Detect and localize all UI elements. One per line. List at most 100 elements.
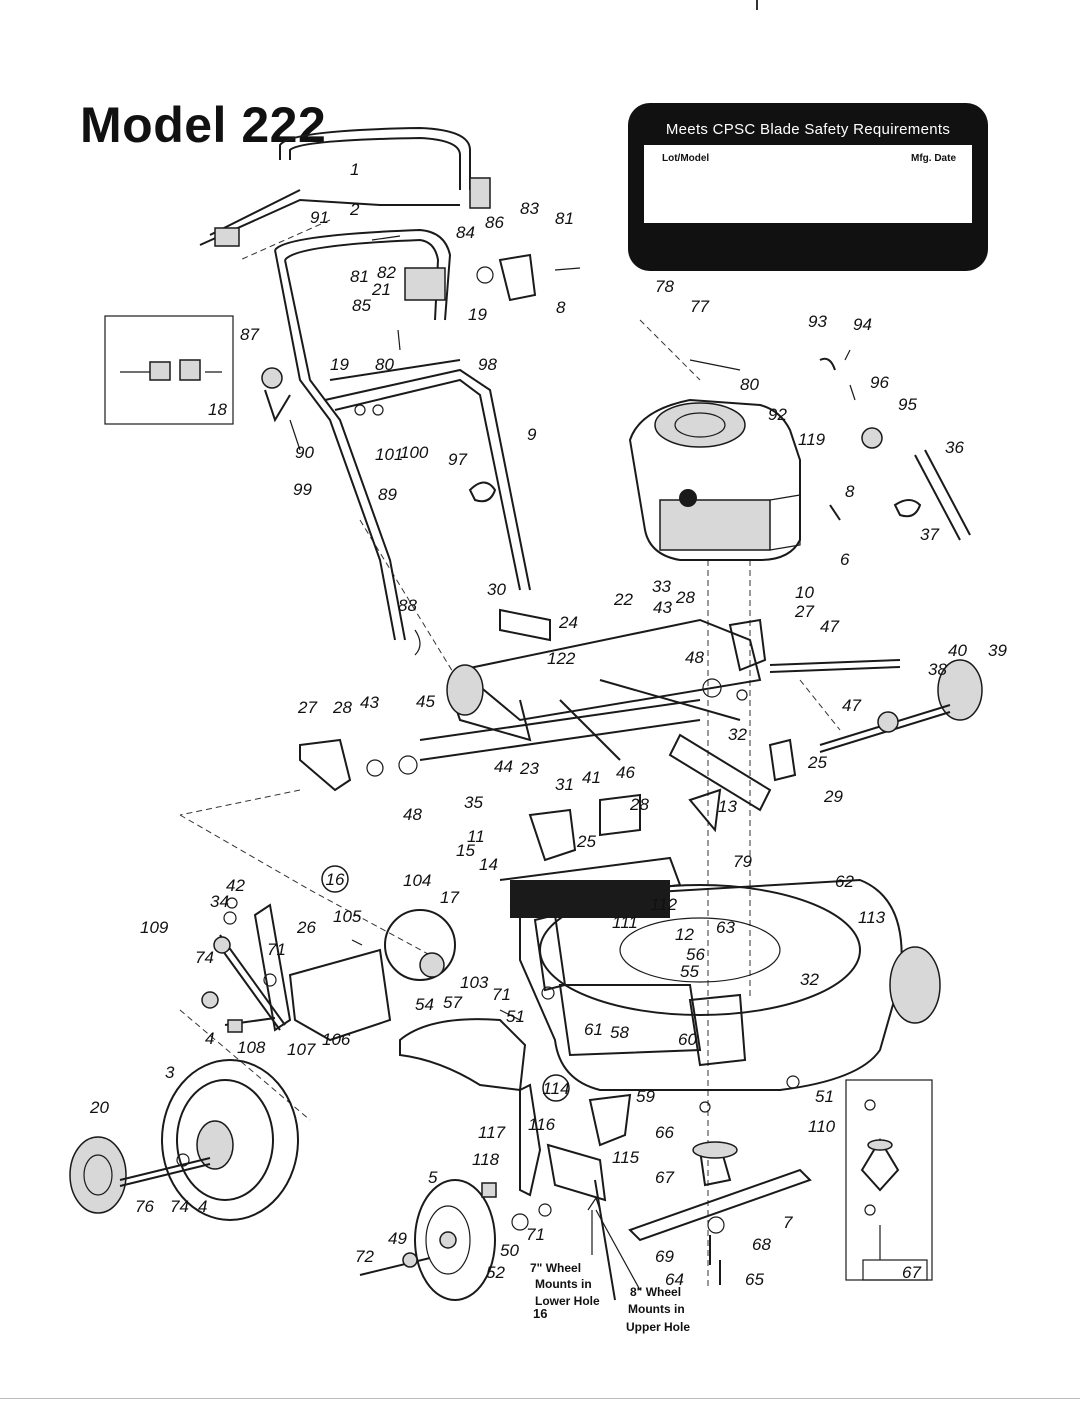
callout-58: 58: [610, 1023, 629, 1042]
callout-circle-114: [542, 1074, 570, 1102]
callout-17: 17: [440, 888, 459, 907]
callout-83: 83: [520, 199, 539, 218]
callout-103: 103: [460, 973, 489, 992]
callout-47: 47: [820, 617, 839, 636]
callout-54: 54: [415, 995, 434, 1014]
callout-100: 100: [400, 443, 429, 462]
callout-59: 59: [636, 1087, 655, 1106]
callout-77: 77: [690, 297, 709, 316]
callout-29: 29: [823, 787, 843, 806]
callout-42: 42: [226, 876, 245, 895]
note-8-wheel-line2: Mounts in: [628, 1302, 685, 1316]
callout-25: 25: [807, 753, 827, 772]
callout-13: 13: [718, 797, 737, 816]
callout-50: 50: [500, 1241, 519, 1260]
lot-date-box: Lot/Model Mfg. Date: [644, 145, 972, 223]
callout-89: 89: [378, 485, 397, 504]
rear-wheel-assembly: [69, 1059, 299, 1221]
callout-105: 105: [333, 907, 362, 926]
callout-99: 99: [293, 480, 312, 499]
callout-24: 24: [558, 613, 578, 632]
callout-79: 79: [733, 852, 752, 871]
callout-31: 31: [555, 775, 574, 794]
callout-52: 52: [486, 1263, 505, 1282]
callout-67: 67: [902, 1263, 921, 1282]
callout-39: 39: [988, 641, 1007, 660]
callout-12: 12: [675, 925, 694, 944]
rear-frame-assembly: [299, 608, 983, 862]
page-number: 16: [533, 1306, 547, 1321]
callout-117: 117: [478, 1123, 506, 1142]
callout-61: 61: [584, 1020, 603, 1039]
callout-7: 7: [783, 1213, 793, 1232]
callout-90: 90: [295, 443, 314, 462]
callout-88: 88: [398, 596, 417, 615]
callout-20: 20: [89, 1098, 109, 1117]
callout-74: 74: [195, 948, 214, 967]
callout-111: 111: [612, 913, 638, 932]
note-8-wheel-line3: Upper Hole: [626, 1320, 690, 1334]
blade-assembly: [628, 1075, 812, 1285]
callout-94: 94: [853, 315, 872, 334]
callout-51: 51: [506, 1007, 525, 1026]
callout-4: 4: [205, 1029, 214, 1048]
callout-28: 28: [675, 588, 695, 607]
callout-6: 6: [840, 550, 850, 569]
callout-119: 119: [798, 430, 826, 449]
circled-callout-114: 114: [542, 1079, 569, 1098]
callout-98: 98: [478, 355, 497, 374]
callout-110: 110: [808, 1117, 836, 1136]
callout-25: 25: [576, 832, 596, 851]
assembly-guide-lines: [179, 219, 841, 1290]
callout-64: 64: [665, 1270, 684, 1289]
callout-4: 4: [198, 1197, 207, 1216]
callout-26: 26: [296, 918, 316, 937]
callout-69: 69: [655, 1247, 674, 1266]
callout-56: 56: [686, 945, 705, 964]
callout-46: 46: [616, 763, 635, 782]
callout-92: 92: [768, 405, 787, 424]
callout-23: 23: [519, 759, 539, 778]
callout-86: 86: [485, 213, 504, 232]
callout-19: 19: [468, 305, 487, 324]
front-wheel-assembly: [359, 1083, 632, 1301]
callout-68: 68: [752, 1235, 771, 1254]
lot-model-label: Lot/Model: [662, 153, 710, 164]
callout-55: 55: [680, 962, 699, 981]
callout-66: 66: [655, 1123, 674, 1142]
inset-detail-67: [845, 1079, 933, 1281]
note-7-wheel-line3: Lower Hole: [535, 1294, 600, 1308]
callout-37: 37: [920, 525, 939, 544]
callout-97: 97: [448, 450, 467, 469]
callout-106: 106: [322, 1030, 351, 1049]
mower-deck: [499, 856, 941, 1091]
mfg-date-label: Mfg. Date: [911, 153, 956, 164]
cpsc-safety-label: Meets CPSC Blade Safety Requirements Lot…: [628, 103, 988, 271]
callout-22: 22: [613, 590, 633, 609]
callout-87: 87: [240, 325, 259, 344]
callout-51: 51: [815, 1087, 834, 1106]
height-adjuster-assembly: [201, 897, 555, 1092]
callout-32: 32: [800, 970, 819, 989]
callout-15: 15: [456, 841, 475, 860]
callout-35: 35: [464, 793, 483, 812]
callout-104: 104: [403, 871, 431, 890]
callout-91: 91: [310, 208, 329, 227]
callout-74: 74: [170, 1197, 189, 1216]
callout-41: 41: [582, 768, 601, 787]
callout-81: 81: [555, 209, 574, 228]
callout-18: 18: [208, 400, 227, 419]
callout-32: 32: [728, 725, 747, 744]
callout-101: 101: [375, 445, 403, 464]
callout-71: 71: [492, 985, 511, 1004]
callout-21: 21: [371, 280, 391, 299]
callout-96: 96: [870, 373, 889, 392]
callout-116: 116: [528, 1115, 556, 1134]
callout-8: 8: [845, 482, 855, 501]
scan-bottom-rule: [0, 1398, 1080, 1399]
callout-80: 80: [740, 375, 759, 394]
callout-11: 11: [467, 827, 485, 846]
callout-38: 38: [928, 660, 947, 679]
